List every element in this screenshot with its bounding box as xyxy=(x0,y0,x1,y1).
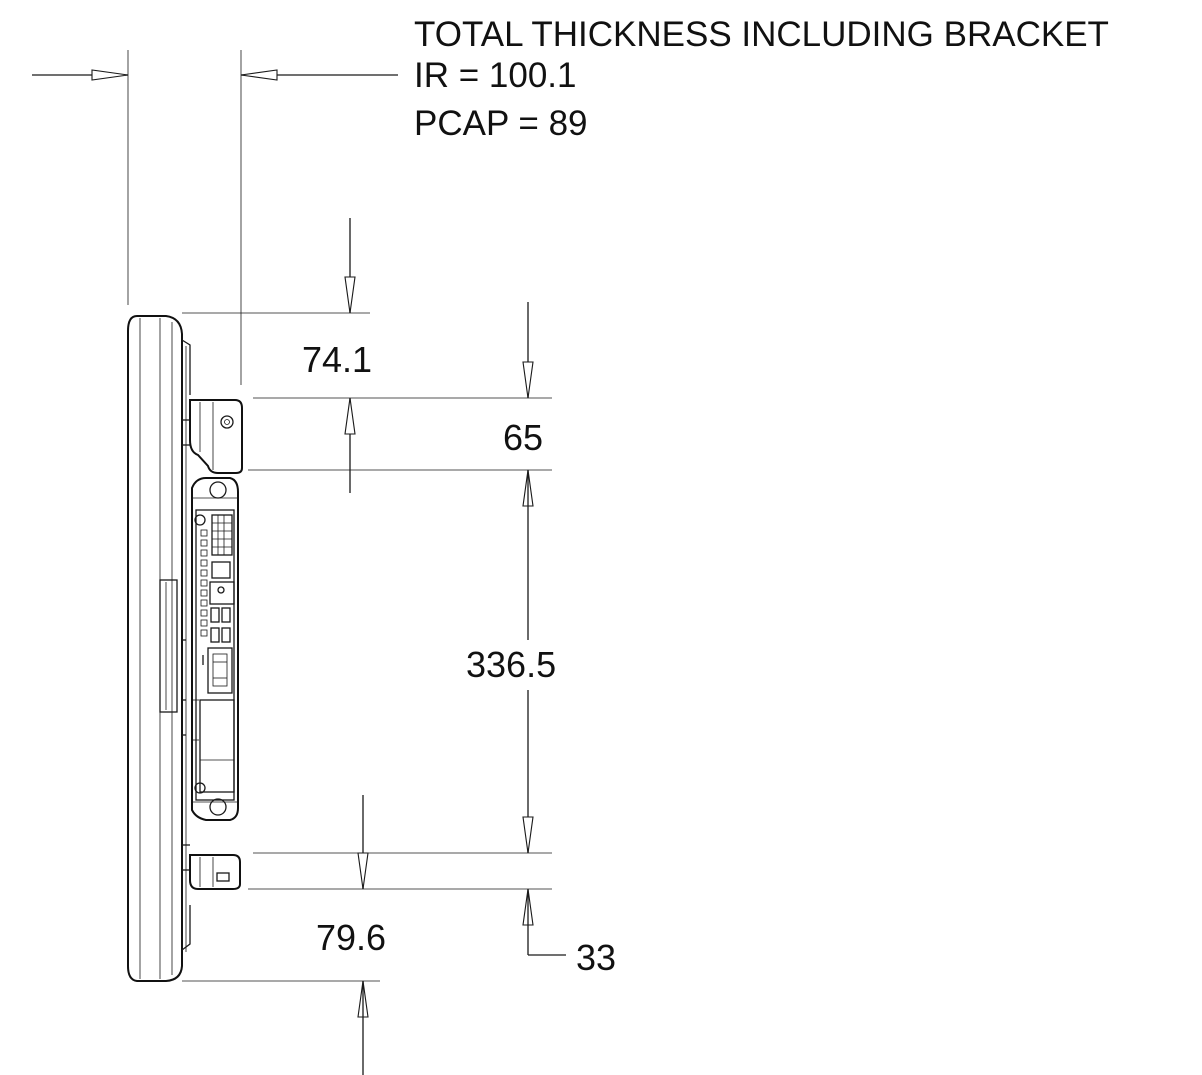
computer-module xyxy=(191,477,239,821)
note-line-2: IR = 100.1 xyxy=(414,56,576,95)
arrowhead-icon xyxy=(344,397,356,435)
arrowhead-icon xyxy=(522,361,534,399)
dimension-65: 65 xyxy=(503,302,543,458)
arrowhead-icon xyxy=(344,276,356,314)
dimension-79-6: 79.6 xyxy=(316,795,386,1075)
note-line-3: PCAP = 89 xyxy=(414,104,588,143)
thickness-note: TOTAL THICKNESS INCLUDING BRACKET IR = 1… xyxy=(414,15,1109,143)
dimension-336-5: 336.5 xyxy=(466,469,556,854)
monitor-side-view xyxy=(127,315,191,982)
arrowhead-icon xyxy=(357,852,369,890)
thickness-dimension xyxy=(32,50,398,385)
dim-label-79-6: 79.6 xyxy=(316,917,386,958)
note-line-1: TOTAL THICKNESS INCLUDING BRACKET xyxy=(414,15,1109,54)
lower-bracket xyxy=(189,854,241,890)
dim-label-74-1: 74.1 xyxy=(302,339,372,380)
arrowhead-icon xyxy=(91,69,129,81)
dim-label-65: 65 xyxy=(503,417,543,458)
dim-label-336-5: 336.5 xyxy=(466,644,556,685)
dim-label-33: 33 xyxy=(576,937,616,978)
dimension-74-1: 74.1 xyxy=(182,218,372,493)
dimension-33: 33 xyxy=(522,888,616,978)
arrowhead-icon xyxy=(240,69,278,81)
arrowhead-icon xyxy=(522,816,534,854)
upper-bracket xyxy=(189,399,243,474)
